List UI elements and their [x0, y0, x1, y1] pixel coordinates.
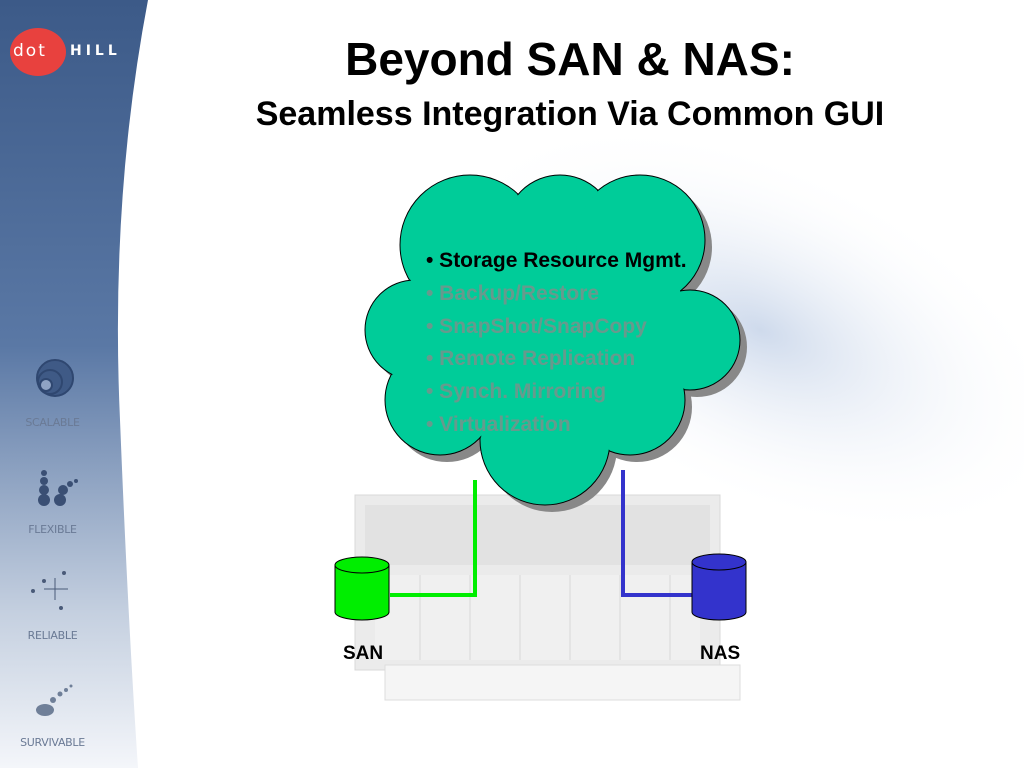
logo-text-hill: HILL: [70, 43, 121, 59]
san-connector: [390, 480, 477, 597]
slide-title: Beyond SAN & NAS:: [345, 33, 795, 85]
logo-text-dot: dot: [13, 41, 47, 61]
sidebar-label-flexible: FLEXIBLE: [28, 523, 77, 536]
sidebar-label-reliable: RELIABLE: [27, 629, 78, 642]
stacked-spheres-icon: [38, 470, 78, 506]
logo-circle: [10, 28, 66, 76]
cloud-item-backup-restore: • Backup/Restore: [426, 282, 600, 305]
cloud-item-virtualization: • Virtualization: [426, 413, 571, 436]
cloud-item-remote-replication: • Remote Replication: [426, 347, 636, 370]
cloud-item-storage-resource-mgmt: • Storage Resource Mgmt.: [426, 249, 687, 272]
cloud-shape: [364, 174, 747, 512]
nas-label: NAS: [700, 643, 741, 664]
comet-icon: [36, 684, 73, 716]
sparkle-icon: [31, 571, 68, 610]
sidebar-label-scalable: SCALABLE: [25, 416, 80, 429]
san-label: SAN: [343, 643, 384, 664]
nas-connector: [621, 470, 692, 597]
rings-icon: [36, 359, 74, 397]
sidebar-label-survivable: SURVIVABLE: [20, 736, 85, 749]
storage-server-image: [354, 494, 741, 701]
slide-subtitle: Seamless Integration Via Common GUI: [255, 95, 885, 133]
san-cylinder-icon: [334, 556, 390, 621]
cloud-item-synch-mirroring: • Synch. Mirroring: [426, 380, 607, 403]
cloud-item-snapshot: • SnapShot/SnapCopy: [426, 315, 647, 338]
nas-cylinder-icon: [691, 553, 747, 621]
